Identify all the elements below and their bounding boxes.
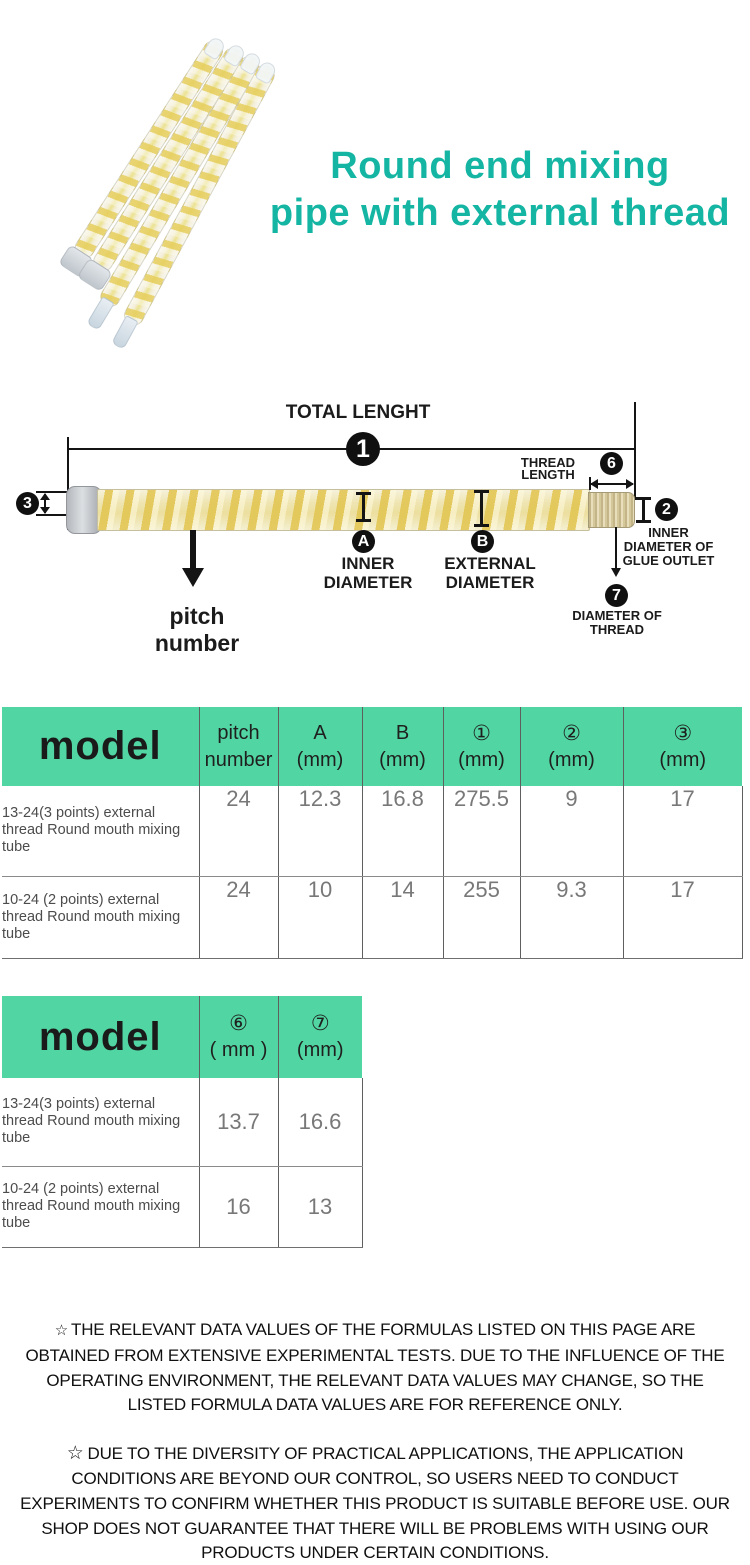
a-value: 10 [277,876,363,959]
star-icon: ☆ [66,1443,84,1465]
down-arrow-icon [182,568,204,587]
c2-value: 9.3 [519,876,624,959]
tube-body-graphic [97,489,590,531]
c7-value: 16.6 [277,1078,363,1167]
table-row: 13-24(3 points) external thread Round mo… [2,786,743,877]
external-diameter-label: EXTERNAL DIAMETER [444,554,536,592]
circled-6-icon: ⑥ [229,1012,248,1035]
dim-leader-top [36,491,76,493]
column-header-circle3: ③ (mm) [622,707,742,786]
header-unit: (mm) [659,748,707,771]
page-title-line2: pipe with external thread [269,192,731,234]
pitch-value: 24 [198,786,279,877]
pitch-number-label: pitch number [154,603,240,656]
pitch-arrow-shaft [190,530,196,570]
header-unit: ( mm ) [209,1039,268,1061]
page-title-line1: Round end mixing [330,145,670,187]
circled-2-icon: ② [562,721,581,745]
c2-value: 9 [519,786,624,877]
header-unit: (mm) [458,748,505,771]
marker-3: 3 [16,492,39,515]
model-label: 13-24(3 points) external thread Round mo… [2,786,200,877]
c6-value: 13.7 [198,1078,279,1167]
circled-7-icon: ⑦ [310,1012,330,1035]
c6-value: 16 [198,1166,279,1248]
disclaimer-paragraph-2-text: DUE TO THE DIVERSITY OF PRACTICAL APPLIC… [20,1444,730,1563]
header-unit: (mm) [296,1039,344,1061]
b-value: 16.8 [361,786,444,877]
a-value: 12.3 [277,786,363,877]
table-row: 13-24(3 points) external thread Round mo… [2,1078,363,1167]
star-icon: ☆ [54,1322,69,1339]
model-label: 13-24(3 points) external thread Round mo… [2,1078,200,1167]
spec-table-main: model pitch number A (mm) B (mm) ① (mm) [2,707,743,959]
model-label: 10-24 (2 points) external thread Round m… [2,876,200,959]
header-symbol-a: A [313,721,327,744]
thread-pointer-shaft [615,527,617,569]
disclaimer-paragraph-1: ☆THE RELEVANT DATA VALUES OF THE FORMULA… [15,1318,735,1418]
marker-6: 6 [600,452,623,475]
dim-line-right-vertical [634,402,636,500]
diameter-of-thread-label: DIAMETER OF THREAD [572,608,662,637]
tube-end-cap-graphic [66,486,102,534]
dim-line-left-vertical [67,437,69,530]
b-value: 14 [361,876,444,959]
disclaimer-paragraph-1-text: THE RELEVANT DATA VALUES OF THE FORMULAS… [25,1320,725,1415]
inner-diameter-label: INNER DIAMETER [323,554,413,592]
c1-value: 255 [442,876,521,959]
table-row: 10-24 (2 points) external thread Round m… [2,1166,363,1248]
dim-bracket-glue-outlet [636,497,651,523]
tube-thread-graphic [588,492,635,528]
marker-a: A [352,530,375,553]
marker-7: 7 [605,584,628,607]
column-header-model: model [2,707,199,786]
pitch-number-header-label: pitch number [204,721,273,771]
header-unit: (mm) [548,748,595,771]
column-header-b: B (mm) [361,707,443,786]
dimension-diagram: TOTAL LENGHT 1 3 pitch number A INNER DI… [0,390,750,666]
c7-value: 13 [277,1166,363,1248]
marker-2: 2 [655,498,678,521]
page-title: Round end mixing pipe with external thre… [255,143,745,237]
header-unit: (mm) [296,748,344,771]
model-label: 10-24 (2 points) external thread Round m… [2,1166,200,1248]
dim-leader-bottom [36,514,76,516]
column-header-circle7: ⑦ (mm) [277,996,362,1078]
circled-1-icon: ① [472,721,491,745]
diameter-arrow-icon [40,493,50,514]
c3-value: 17 [622,786,743,877]
c1-value: 275.5 [442,786,521,877]
column-header-pitch-number: pitch number [198,707,278,786]
column-header-circle2: ② (mm) [519,707,623,786]
dim-bracket-external-diameter [474,490,489,527]
marker-b: B [471,530,494,553]
column-header-model: model [2,996,199,1078]
glue-outlet-label: INNER DIAMETER OF GLUE OUTLET [622,525,715,568]
marker-1: 1 [346,432,380,466]
column-header-circle1: ① (mm) [442,707,520,786]
circled-3-icon: ③ [673,721,693,745]
disclaimer-text: ☆THE RELEVANT DATA VALUES OF THE FORMULA… [15,1318,735,1565]
table-row: 10-24 (2 points) external thread Round m… [2,876,743,959]
c3-value: 17 [622,876,743,959]
thread-length-label: THREAD LENGTH [520,455,576,482]
header-unit: (mm) [379,748,426,771]
pitch-value: 24 [198,876,279,959]
disclaimer-paragraph-2: ☆DUE TO THE DIVERSITY OF PRACTICAL APPLI… [15,1442,735,1565]
spec-table-thread: model ⑥ ( mm ) ⑦ (mm) 13-24(3 points) ex… [2,996,363,1248]
column-header-circle6: ⑥ ( mm ) [198,996,278,1078]
column-header-a: A (mm) [277,707,362,786]
header-symbol-b: B [395,721,410,744]
down-arrow-icon [611,568,621,577]
dim-bracket-inner-diameter [356,492,371,522]
thread-length-arrow-icon [590,479,634,489]
total-length-label: TOTAL LENGHT [285,402,431,423]
